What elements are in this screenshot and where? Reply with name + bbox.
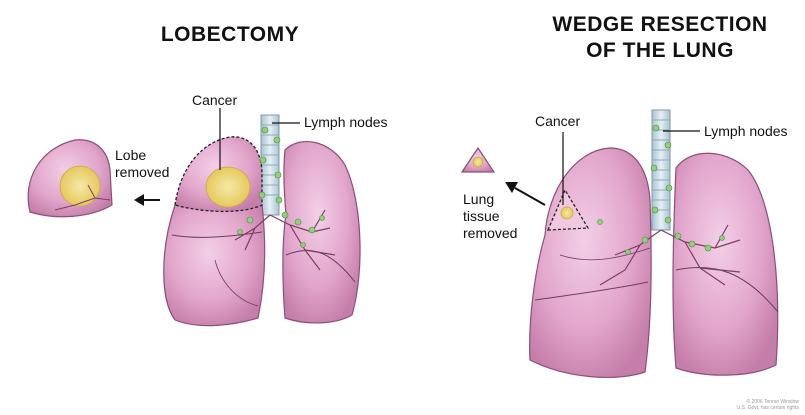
lobe-removed-label: Lobe removed	[115, 147, 169, 181]
copyright-line-2: U.S. Govt. has certain rights	[736, 405, 799, 411]
lung-tissue-removed-label: Lung tissue removed	[463, 191, 517, 242]
removed-lobe-tumor	[60, 166, 100, 206]
tissue-removed-line-1: Lung	[463, 191, 517, 208]
tumor	[206, 167, 250, 207]
cancer-label-right: Cancer	[535, 113, 580, 130]
wedge-tumor	[561, 207, 573, 219]
removed-wedge-tumor	[473, 157, 483, 167]
lobe-removed-line-2: removed	[115, 164, 169, 181]
lung-left	[530, 148, 651, 377]
cancer-label-left: Cancer	[192, 92, 237, 109]
lymph-nodes-label-right: Lymph nodes	[704, 123, 788, 140]
tissue-removed-line-3: removed	[463, 225, 517, 242]
lobe-removed-line-1: Lobe	[115, 147, 169, 164]
lobectomy-title: LOBECTOMY	[130, 22, 330, 48]
lymph-nodes-label-left: Lymph nodes	[304, 114, 388, 131]
lung-right	[673, 153, 778, 375]
title-line-2: OF THE LUNG	[520, 38, 800, 64]
lobectomy-illustration	[28, 108, 360, 326]
arrow-icon	[134, 194, 160, 206]
wedge-resection-title: WEDGE RESECTION OF THE LUNG	[520, 12, 800, 64]
title-line-1: WEDGE RESECTION	[520, 12, 800, 38]
tissue-removed-line-2: tissue	[463, 208, 517, 225]
copyright-notice: © 2006 Terese Winslow U.S. Govt. has cer…	[736, 399, 799, 411]
wedge-resection-illustration	[462, 110, 778, 377]
